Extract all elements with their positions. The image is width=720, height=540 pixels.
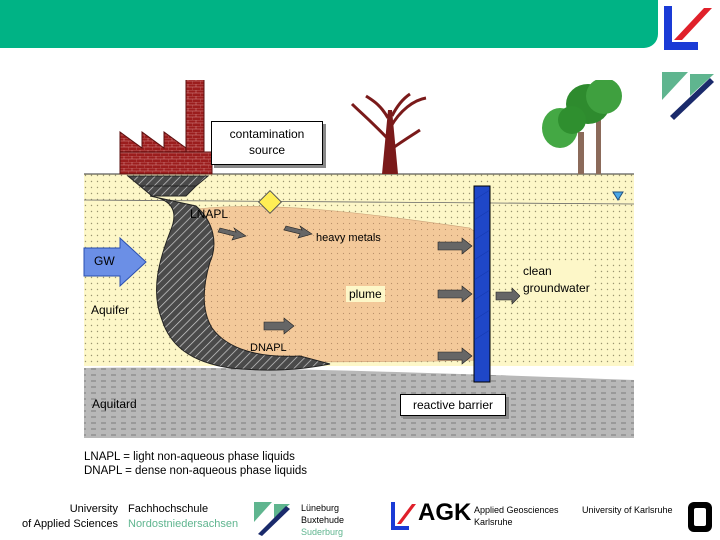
karlsruhe-logo <box>688 502 712 532</box>
footer-city-3: Suderburg <box>301 527 344 537</box>
footer-cities: Lüneburg Buxtehude Suderburg <box>301 502 344 538</box>
fh-logo-footer <box>254 502 290 536</box>
university-logo-top <box>664 6 712 50</box>
gw-label: GW <box>94 254 115 268</box>
dnapl-label: DNAPL <box>250 342 287 354</box>
flow-arrows <box>217 225 521 365</box>
reactive-barrier-callout: reactive barrier <box>400 394 506 416</box>
contamination-source-callout: contamination source <box>211 121 323 165</box>
footer-fh: Fachhochschule Nordostniedersachsen <box>128 502 238 532</box>
plume-label: plume <box>346 286 385 302</box>
clean-groundwater-label: clean groundwater <box>520 262 593 298</box>
footer-karlsruhe: University of Karlsruhe <box>582 505 673 515</box>
aquitard-label: Aquitard <box>92 397 137 411</box>
footer-fh-line2: Nordostniedersachsen <box>128 518 239 530</box>
footer-city-2: Buxtehude <box>301 515 345 525</box>
footer-city-1: Lüneburg <box>301 503 340 513</box>
reactive-barrier <box>473 185 491 383</box>
legend-dnapl: DNAPL = dense non-aqueous phase liquids <box>84 465 308 477</box>
contamination-source-line2: source <box>248 143 286 157</box>
green-trees-icon <box>542 80 622 174</box>
water-level-icon <box>612 191 624 201</box>
footer-uni-line2: of Applied Sciences <box>21 518 118 530</box>
agk-subtitle-line1: Applied Geosciences <box>474 505 559 515</box>
aquifer-label: Aquifer <box>88 302 133 318</box>
contaminant-plume <box>184 206 481 363</box>
footer-university: University of Applied Sciences <box>10 502 118 532</box>
footer-uni-line1: University <box>69 503 118 515</box>
heavy-metals-label: heavy metals <box>316 232 381 244</box>
gw-arrow-icon <box>83 236 147 288</box>
agk-logo-text: AGK <box>418 499 472 526</box>
footer-fh-line1: Fachhochschule <box>128 503 209 515</box>
bare-tree-icon <box>350 92 427 174</box>
agk-subtitle-line2: Karlsruhe <box>474 517 513 527</box>
legend-lnapl: LNAPL = light non-aqueous phase liquids <box>84 451 295 463</box>
lnapl-diamond-icon <box>257 189 283 215</box>
reactive-barrier-label: reactive barrier <box>412 398 494 412</box>
clean-groundwater-line2: groundwater <box>523 281 590 295</box>
dnapl-body <box>149 195 331 371</box>
university-logo-footer <box>391 502 416 530</box>
aquitard-layer <box>84 367 634 438</box>
lnapl-label: LNAPL <box>190 207 229 221</box>
header-bar <box>0 0 658 48</box>
legend: LNAPL = light non-aqueous phase liquids … <box>84 450 307 478</box>
fh-logo-top <box>662 72 714 120</box>
contamination-source-line1: contamination <box>229 127 305 141</box>
agk-subtitle: Applied Geosciences Karlsruhe <box>474 504 559 528</box>
clean-groundwater-line1: clean <box>523 264 552 278</box>
